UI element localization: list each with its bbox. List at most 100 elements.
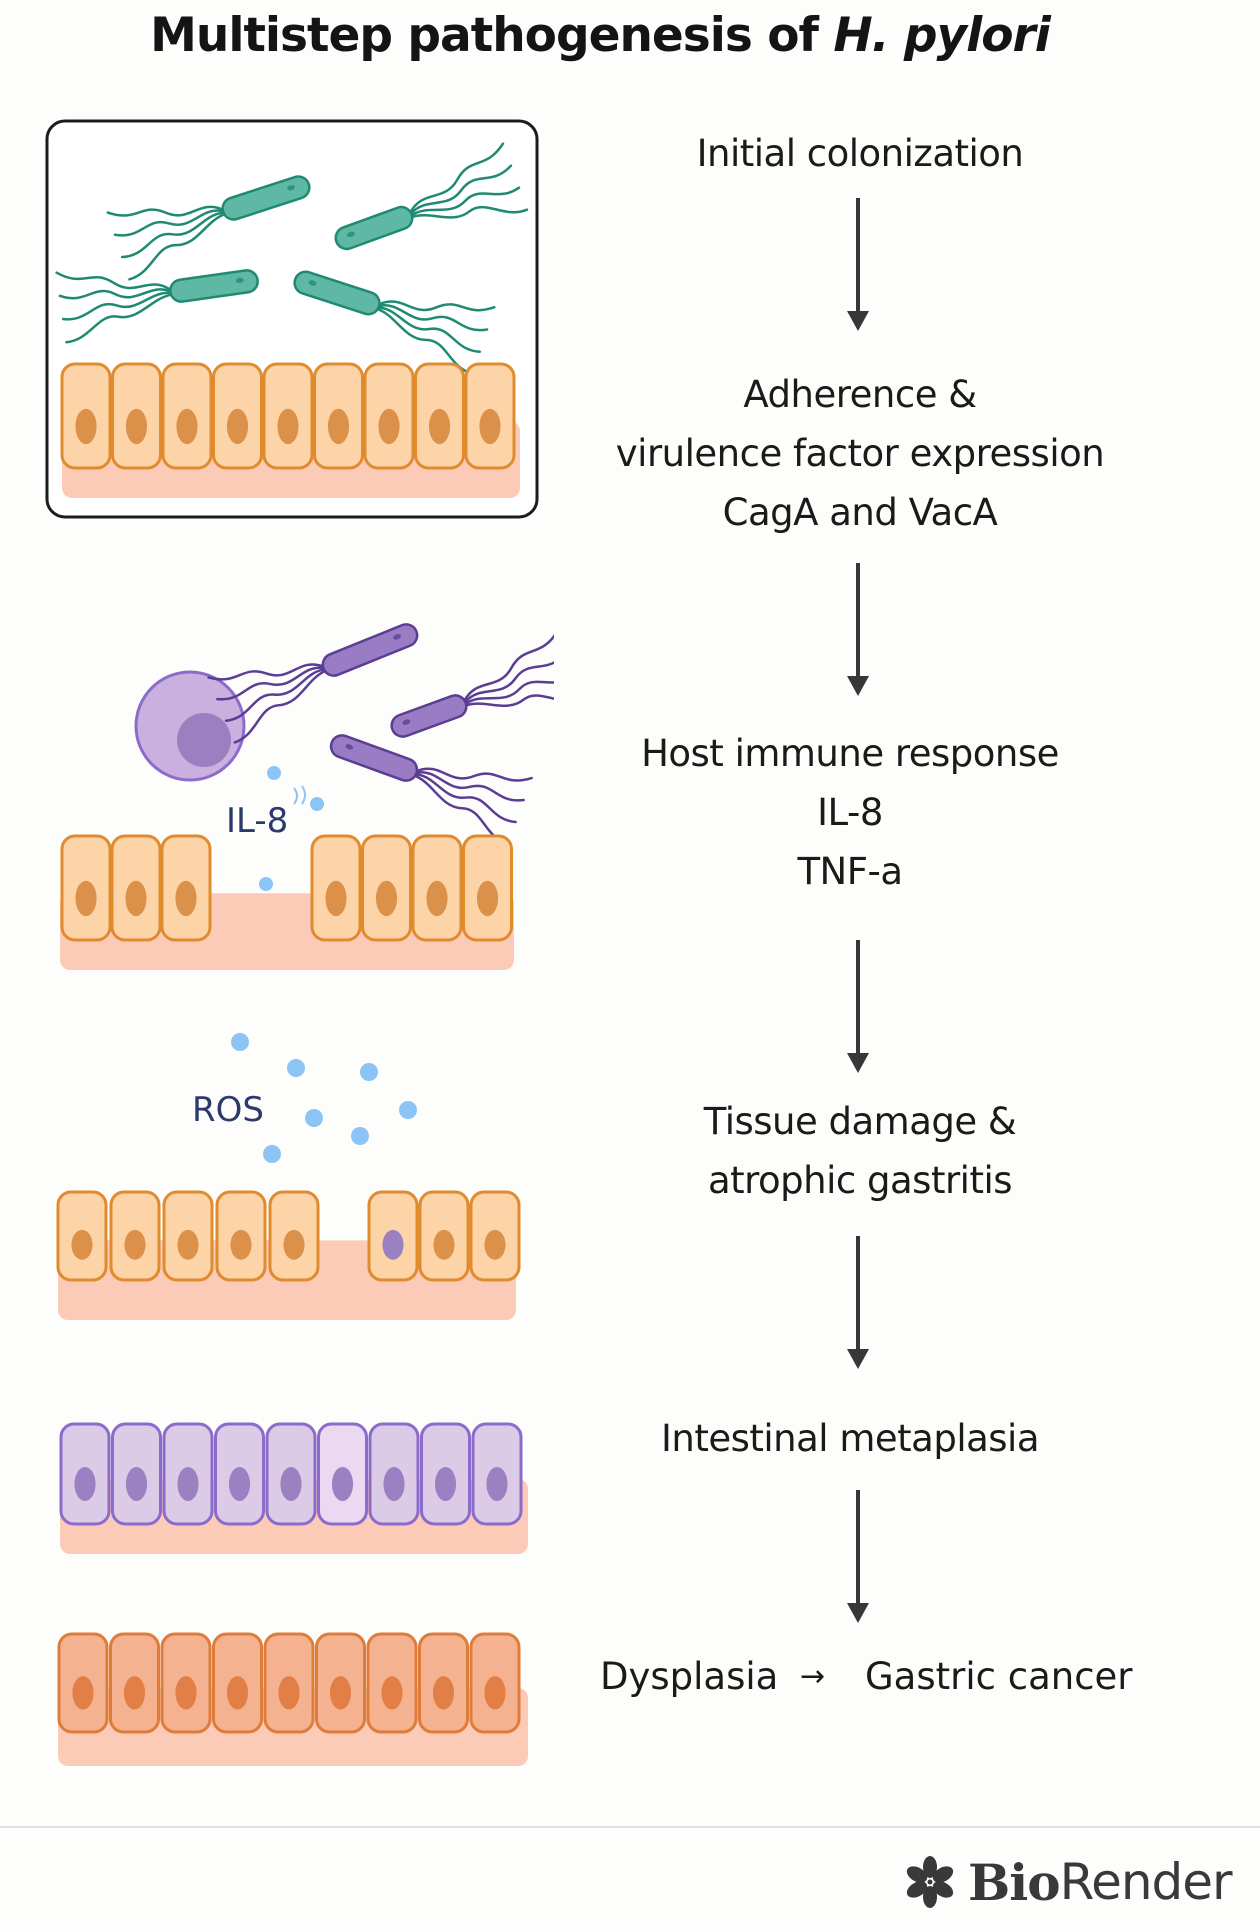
nucleus (327, 408, 350, 445)
ros-droplets (231, 1033, 417, 1163)
epithelial-cell (462, 834, 513, 942)
nucleus (329, 1676, 352, 1710)
gastric-cancer-label: Gastric cancer (865, 1655, 1133, 1698)
flagellum (415, 771, 525, 802)
nucleus (75, 408, 97, 445)
flow-arrow-icon (847, 1236, 869, 1371)
panel-dysplasia (57, 1632, 528, 1766)
flow-arrow-icon (847, 198, 869, 333)
epithelial-cell (262, 362, 314, 470)
epithelial-cell (110, 834, 162, 942)
nucleus (381, 1676, 403, 1710)
bacterium-spot (402, 719, 411, 725)
bacterium-spot (308, 280, 317, 286)
nucleus (382, 1229, 404, 1260)
nucleus (125, 880, 147, 917)
epithelial-cell (60, 362, 112, 470)
flagellum (465, 694, 554, 708)
il8-label: IL-8 (226, 801, 288, 841)
nucleus (325, 880, 347, 917)
nucleus (484, 1676, 506, 1710)
panel-immune-response: IL-8 (60, 623, 554, 970)
flagellum (120, 211, 225, 259)
droplet (263, 1145, 281, 1163)
nucleus (177, 1229, 199, 1260)
flagellum (415, 767, 533, 782)
flagellum (207, 663, 324, 681)
epithelial-cell (161, 362, 213, 470)
progression-arrow-icon: → (800, 1659, 826, 1694)
flagellum (377, 306, 482, 353)
epithelial-cell (111, 1422, 162, 1526)
nucleus (428, 408, 451, 445)
epithelial-cell (109, 1632, 160, 1734)
flagellum (106, 205, 224, 217)
bacterium-icon (334, 142, 529, 251)
bacterium-body (169, 269, 259, 303)
bacterium-spot (287, 185, 295, 191)
bacterium-icon (106, 175, 311, 281)
bacterium-spot (393, 634, 401, 640)
panel-metaplasia (59, 1422, 528, 1554)
nucleus (283, 1229, 305, 1260)
epithelial-cell (317, 1422, 368, 1526)
epithelial-cell (366, 1632, 418, 1734)
bacteria-group-green (55, 142, 529, 376)
epithelial-cell (162, 1422, 214, 1526)
nucleus (124, 1229, 146, 1260)
bacterium-body (321, 623, 419, 677)
epithelial-cell (368, 1422, 420, 1526)
epithelial-cell (109, 1190, 161, 1282)
epithelial-cell (162, 1190, 214, 1282)
nucleus (378, 408, 400, 445)
nucleus (226, 408, 249, 445)
flagellum (414, 772, 517, 824)
bacterium-spot (345, 744, 354, 750)
nucleus (125, 1467, 148, 1501)
nucleus (280, 1467, 302, 1501)
epithelial-cell (265, 1422, 317, 1526)
nucleus (486, 1467, 508, 1501)
bacterium-icon (293, 270, 496, 376)
title-main: Multistep pathogenesis of (150, 8, 834, 63)
epithelial-cell (215, 1190, 267, 1282)
flagellum (233, 669, 326, 744)
bacterium-body (329, 734, 419, 782)
nucleus (426, 880, 448, 917)
droplet (310, 797, 324, 811)
epithelial-cell (60, 834, 112, 942)
epithelial-cell (418, 1632, 469, 1734)
flagellum (55, 271, 172, 291)
nucleus (71, 1229, 93, 1260)
immune-cell (134, 670, 246, 782)
flagellum (61, 291, 172, 321)
epithelial-cell (418, 1190, 470, 1282)
title-organism: H. pylori (833, 8, 1051, 63)
epithelium-metaplasia (59, 1422, 528, 1554)
nucleus (476, 880, 499, 917)
nucleus (176, 408, 198, 445)
step-line: atrophic gastritis (707, 1159, 1013, 1202)
flagellum (410, 164, 513, 215)
epithelial-cell (111, 362, 162, 470)
ros-label: ROS (192, 1090, 264, 1130)
flagellum (224, 668, 326, 723)
epithelial-cell (57, 1632, 109, 1734)
step-intestinal-metaplasia: Intestinal metaplasia (570, 1409, 1130, 1468)
biorender-flower-icon (906, 1856, 954, 1908)
step-line: IL-8 (817, 791, 883, 834)
nucleus (74, 1467, 96, 1501)
droplet (399, 1101, 417, 1119)
bacteria-group-purple (207, 623, 554, 846)
dysplasia-label: Dysplasia (600, 1655, 779, 1698)
bacterium-icon (207, 623, 419, 744)
epithelial-cell (56, 1190, 108, 1282)
flagellum (113, 209, 225, 237)
step-line: Adherence & (743, 373, 977, 416)
flagellum (411, 205, 529, 219)
droplet (259, 877, 273, 891)
flagellum (58, 288, 172, 300)
nucleus (383, 1467, 405, 1501)
epithelial-cell (263, 1632, 315, 1734)
nucleus (228, 1467, 251, 1501)
